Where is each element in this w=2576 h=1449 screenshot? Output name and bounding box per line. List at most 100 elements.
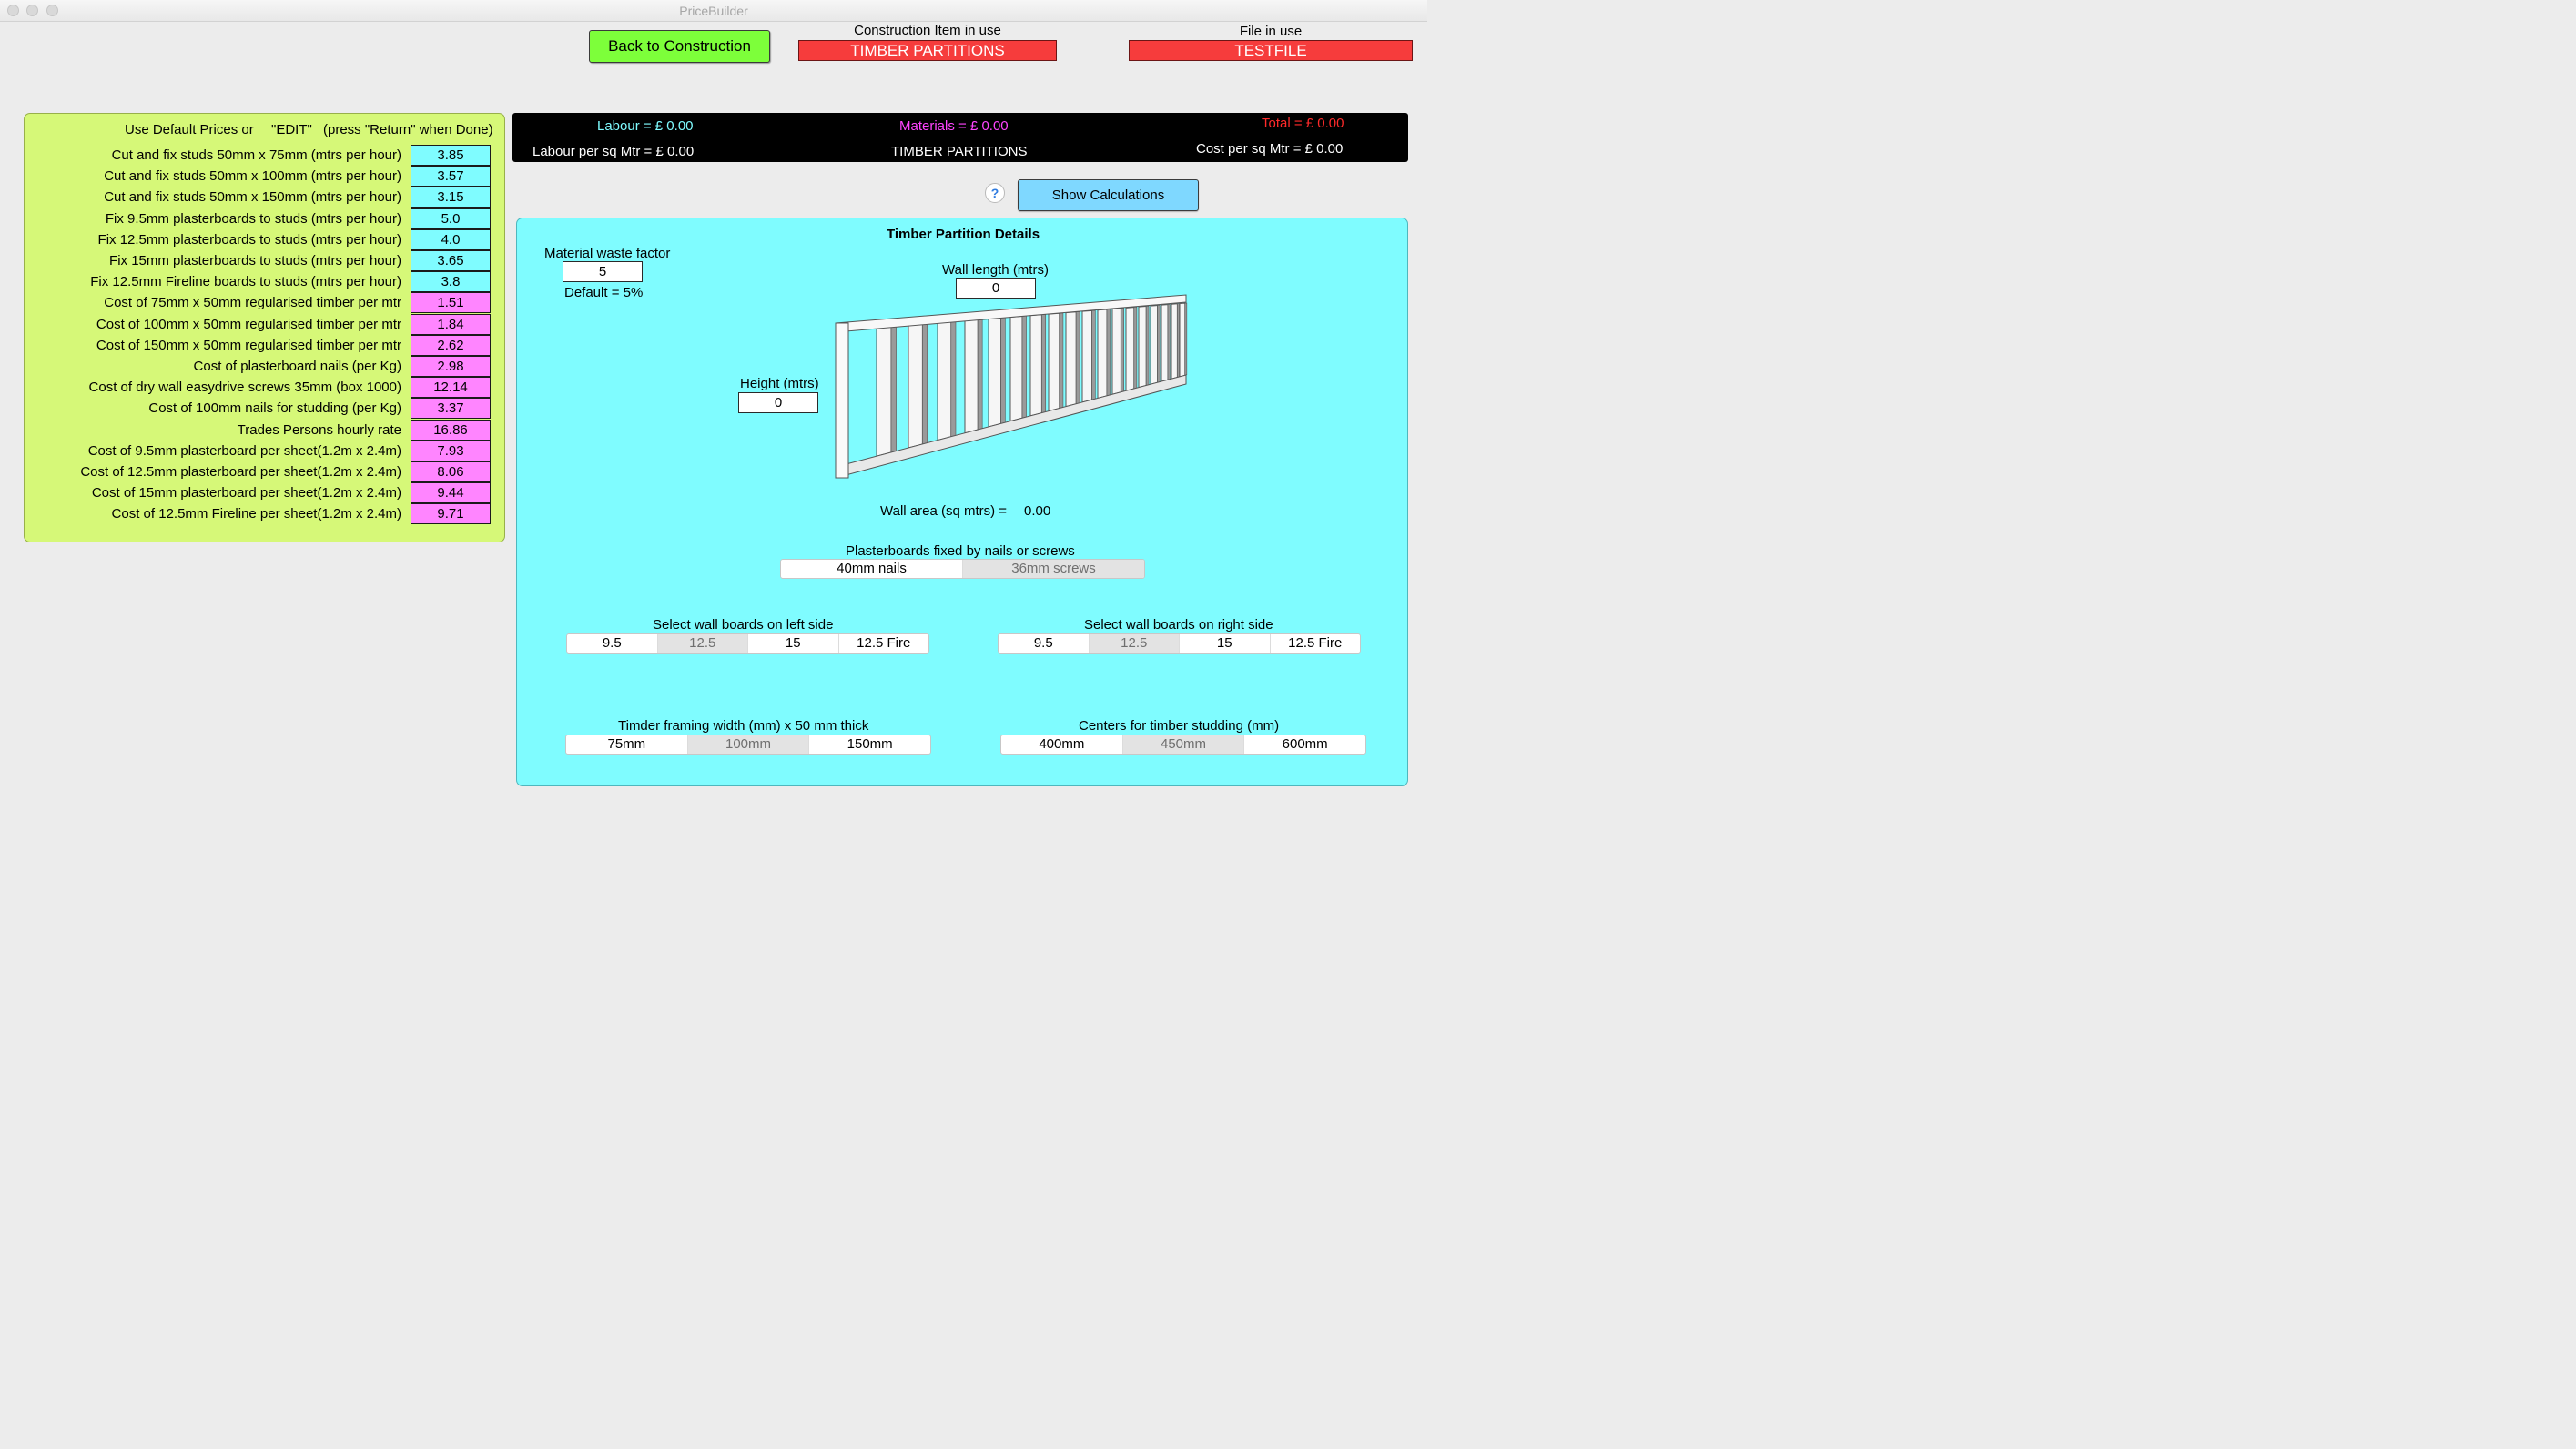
- stud-centers-label: Centers for timber studding (mm): [1079, 718, 1280, 734]
- segment-option[interactable]: 150mm: [847, 736, 893, 752]
- default-prices-panel: Use Default Prices or "EDIT" (press "Ret…: [24, 113, 505, 542]
- wall-area-value: 0.00: [1024, 503, 1051, 519]
- frame-stud: [1150, 304, 1159, 385]
- frame-stud: [1111, 308, 1121, 395]
- segment-option[interactable]: 15: [748, 634, 839, 653]
- segment-option[interactable]: 15: [1180, 634, 1271, 653]
- segment-option[interactable]: 400mm: [1001, 735, 1123, 754]
- frame-stud-side: [922, 323, 928, 445]
- wall-length-input[interactable]: 0: [956, 278, 1036, 299]
- height-label: Height (mtrs): [740, 376, 819, 391]
- frame-stud-side: [1041, 314, 1047, 413]
- details-title: Timber Partition Details: [886, 227, 1040, 242]
- frame-stud-side: [1059, 312, 1064, 409]
- prices-header-default: Use Default Prices or: [125, 122, 254, 137]
- price-row-label: Cost of 100mm x 50mm regularised timber …: [96, 317, 401, 332]
- help-icon[interactable]: ?: [985, 183, 1005, 203]
- segment-option[interactable]: 36mm screws: [963, 560, 1144, 578]
- segment-option[interactable]: 12.5: [1089, 634, 1180, 653]
- frame-stud-side: [1106, 309, 1111, 397]
- file-in-use-value: TESTFILE: [1129, 40, 1413, 61]
- frame-stud: [1065, 311, 1077, 408]
- frame-stud-side: [950, 321, 957, 438]
- segment-option[interactable]: 100mm: [687, 735, 810, 754]
- frame-stud-side: [1075, 311, 1080, 405]
- price-row-label: Fix 9.5mm plasterboards to studs (mtrs p…: [105, 211, 401, 227]
- price-row-label: Cost of 100mm nails for studding (per Kg…: [148, 400, 401, 416]
- frame-stud: [908, 323, 923, 449]
- price-row-input[interactable]: 1.51: [411, 292, 491, 313]
- price-row-input[interactable]: 5.0: [411, 208, 491, 229]
- price-row-input[interactable]: 8.06: [411, 461, 491, 482]
- file-in-use-label: File in use: [1239, 24, 1303, 39]
- segment-option[interactable]: 12.5: [657, 634, 748, 653]
- price-row-input[interactable]: 3.85: [411, 145, 491, 166]
- timber-frame-illustration: [835, 294, 1188, 479]
- price-row-input[interactable]: 3.57: [411, 166, 491, 187]
- title-bar: PriceBuilder: [0, 0, 1427, 22]
- price-row-label: Fix 12.5mm Fireline boards to studs (mtr…: [90, 274, 401, 289]
- waste-factor-input[interactable]: 5: [563, 261, 643, 282]
- frame-stud-side: [890, 326, 897, 453]
- price-row-input[interactable]: 3.15: [411, 187, 491, 208]
- price-row-input[interactable]: 3.65: [411, 250, 491, 271]
- price-row-input[interactable]: 1.84: [411, 314, 491, 335]
- labour-per-sqm: Labour per sq Mtr = £ 0.00: [532, 144, 695, 159]
- minimize-window-button[interactable]: [26, 5, 38, 16]
- frame-stud-side: [1091, 309, 1096, 400]
- price-row-label: Fix 15mm plasterboards to studs (mtrs pe…: [109, 253, 401, 269]
- frame-stud: [1171, 303, 1178, 380]
- show-calculations-button[interactable]: Show Calculations: [1018, 179, 1199, 211]
- price-row-label: Cost of 9.5mm plasterboard per sheet(1.2…: [87, 443, 401, 459]
- price-row-input[interactable]: 16.86: [411, 420, 491, 441]
- segment-option[interactable]: 9.5: [999, 634, 1090, 653]
- price-row-input[interactable]: 3.37: [411, 398, 491, 419]
- frame-stud-side: [1184, 302, 1188, 376]
- price-row-label: Cut and fix studs 50mm x 100mm (mtrs per…: [104, 168, 401, 184]
- prices-header-hint: (press "Return" when Done): [323, 122, 493, 137]
- price-row-input[interactable]: 9.71: [411, 503, 491, 524]
- frame-stud: [1081, 309, 1093, 403]
- zoom-window-button[interactable]: [46, 5, 58, 16]
- cost-per-sqm: Cost per sq Mtr = £ 0.00: [1196, 141, 1344, 157]
- segment-option[interactable]: 600mm: [1282, 736, 1328, 752]
- frame-stud: [1125, 307, 1135, 391]
- grand-total: Total = £ 0.00: [1262, 116, 1344, 131]
- price-row-input[interactable]: 2.62: [411, 335, 491, 356]
- waste-default-label: Default = 5%: [564, 285, 644, 300]
- price-row-label: Cut and fix studs 50mm x 150mm (mtrs per…: [104, 189, 401, 205]
- segment-option[interactable]: 12.5 Fire: [1288, 635, 1343, 651]
- segment-option[interactable]: 40mm nails: [781, 560, 963, 578]
- segment-option[interactable]: 12.5 Fire: [857, 635, 911, 651]
- back-to-construction-button[interactable]: Back to Construction: [589, 30, 770, 63]
- close-window-button[interactable]: [7, 5, 19, 16]
- segment-option[interactable]: 75mm: [566, 735, 688, 754]
- price-row-label: Cost of 150mm x 50mm regularised timber …: [96, 338, 401, 353]
- segment-option[interactable]: 450mm: [1122, 735, 1245, 754]
- frame-stud-side: [1145, 305, 1150, 386]
- frame-stud: [1009, 315, 1023, 422]
- height-input[interactable]: 0: [738, 392, 818, 413]
- price-row-input[interactable]: 2.98: [411, 356, 491, 377]
- frame-stud: [1161, 304, 1169, 382]
- fixing-label: Plasterboards fixed by nails or screws: [846, 543, 1075, 559]
- price-row-input[interactable]: 12.14: [411, 377, 491, 398]
- frame-stud-side: [1133, 307, 1138, 390]
- frame-stud-side: [1167, 304, 1171, 380]
- price-row-input[interactable]: 9.44: [411, 482, 491, 503]
- segment-option[interactable]: 9.5: [567, 634, 658, 653]
- price-row-input[interactable]: 4.0: [411, 229, 491, 250]
- price-row-input[interactable]: 3.8: [411, 271, 491, 292]
- price-row-label: Cost of plasterboard nails (per Kg): [193, 359, 401, 374]
- frame-stud: [1138, 305, 1147, 389]
- frame-stud: [1029, 314, 1042, 417]
- price-row-input[interactable]: 7.93: [411, 441, 491, 461]
- frame-stud: [1048, 312, 1060, 412]
- price-row-label: Fix 12.5mm plasterboards to studs (mtrs …: [97, 232, 401, 248]
- right-boards-label: Select wall boards on right side: [1084, 617, 1273, 633]
- frame-stud: [1097, 309, 1108, 400]
